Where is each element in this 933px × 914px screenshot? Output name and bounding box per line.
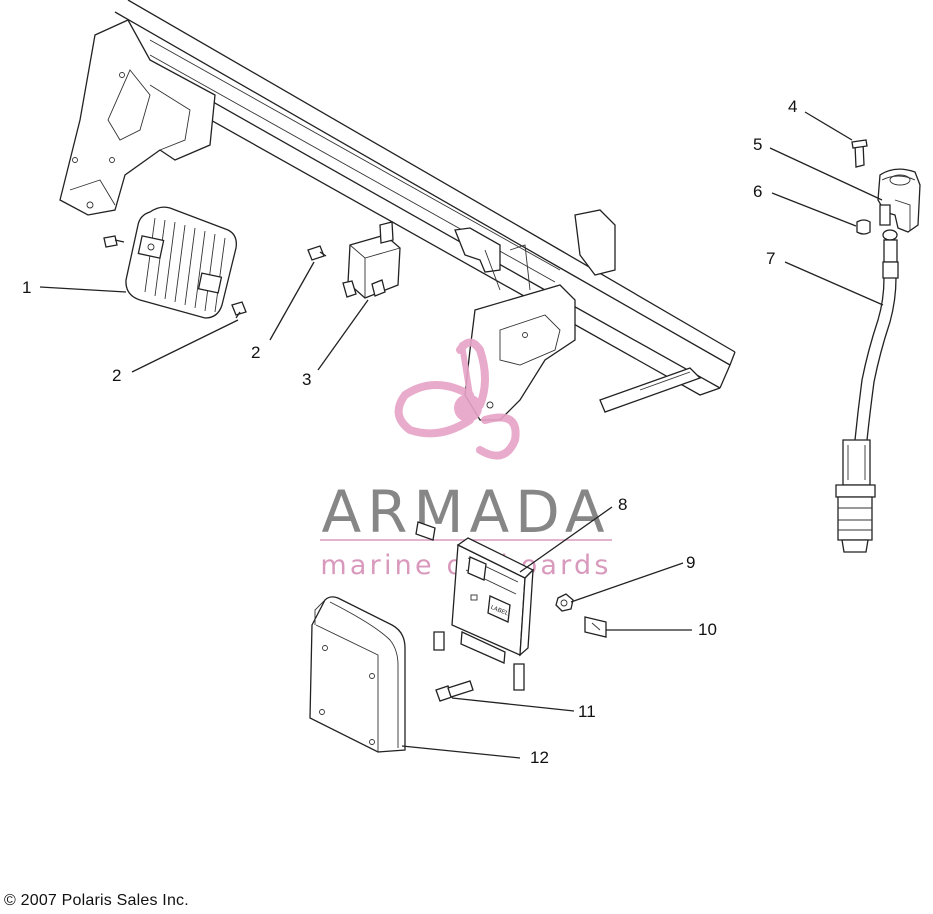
callout-6: 6 xyxy=(753,182,762,201)
callout-5: 5 xyxy=(753,135,762,154)
callout-2b: 2 xyxy=(251,343,260,362)
fasteners-part xyxy=(435,593,607,702)
ecu-cover-part xyxy=(309,596,406,753)
o2-sensor-lead-part xyxy=(835,229,899,553)
callout-3: 3 xyxy=(302,370,311,389)
voltage-regulator-part xyxy=(125,206,237,319)
ecu-part: LABEL xyxy=(415,521,535,691)
callout-10: 10 xyxy=(698,620,717,639)
callout-1: 1 xyxy=(22,278,31,297)
watermark-title: ARMADA xyxy=(321,478,610,546)
callout-8: 8 xyxy=(618,495,627,514)
leader-lines xyxy=(39,111,884,759)
watermark-logo-icon xyxy=(394,338,520,460)
callout-7: 7 xyxy=(766,249,775,268)
copyright-notice: © 2007 Polaris Sales Inc. xyxy=(4,892,189,909)
callout-4: 4 xyxy=(788,97,797,116)
callout-9: 9 xyxy=(686,553,695,572)
sensor-assembly-part xyxy=(851,139,921,235)
relay-part xyxy=(342,221,401,299)
callout-2a: 2 xyxy=(112,366,121,385)
callout-12: 12 xyxy=(530,748,549,767)
callout-labels: 1 2 2 3 4 5 6 7 8 9 10 11 12 xyxy=(22,97,797,767)
callout-11: 11 xyxy=(578,702,596,721)
screw-part xyxy=(103,235,327,319)
